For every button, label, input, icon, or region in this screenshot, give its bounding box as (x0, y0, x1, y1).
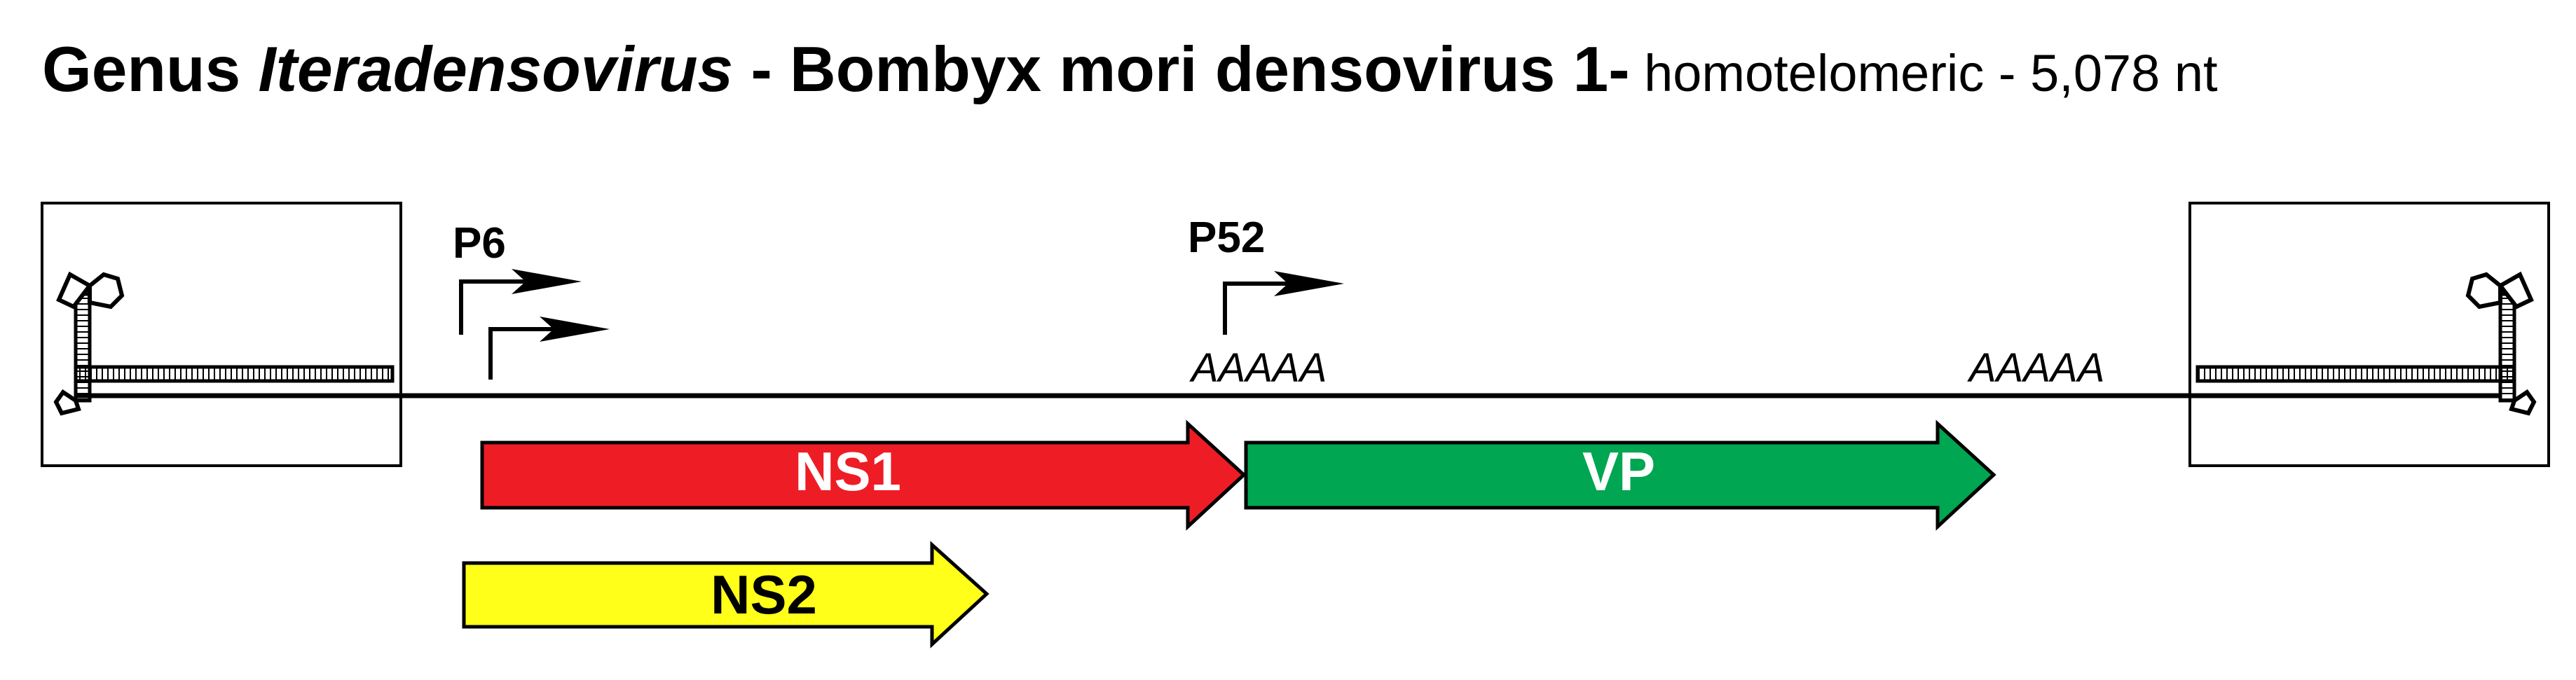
title-prefix: Genus (42, 34, 259, 105)
polya-signal: AAAAA (1189, 345, 1327, 391)
orf-label: NS1 (795, 440, 901, 502)
orf-ns2: NS2 (462, 541, 989, 648)
arrow-head (540, 317, 610, 342)
right-terminal-hairpin (2188, 202, 2550, 467)
orf-vp: VP (1244, 419, 1996, 531)
orf-label: NS2 (711, 564, 817, 625)
orf-arrow (480, 419, 1247, 531)
title-separator: - (733, 34, 790, 105)
left-terminal-hairpin (41, 202, 402, 467)
promoter-label: P52 (1188, 214, 1265, 262)
title-virus-name: Bombyx mori densovirus 1- (790, 34, 1630, 105)
right-terminal-box (2188, 202, 2550, 467)
polya-signal: AAAAA (1967, 345, 2104, 391)
promoter-label: P6 (453, 219, 506, 268)
transcription-start-arrow (1223, 282, 1289, 335)
transcription-start-arrow (459, 279, 531, 335)
transcription-start-arrow (488, 327, 559, 380)
title-details: homotelomeric - 5,078 nt (1629, 44, 2218, 102)
orf-arrow (462, 541, 989, 648)
orf-arrow (1244, 419, 1996, 531)
promoter-p52: P52 (1188, 214, 1344, 335)
title-genus: Iteradensovirus (258, 34, 734, 105)
promoter-p6: P6 (453, 219, 610, 380)
orf-ns1: NS1 (480, 419, 1247, 531)
orf-label: VP (1582, 440, 1655, 502)
left-terminal-box (41, 202, 402, 467)
arrow-head (512, 269, 582, 294)
arrow-head (1274, 271, 1344, 296)
diagram-title: Genus Iteradensovirus - Bombyx mori dens… (42, 28, 2218, 112)
